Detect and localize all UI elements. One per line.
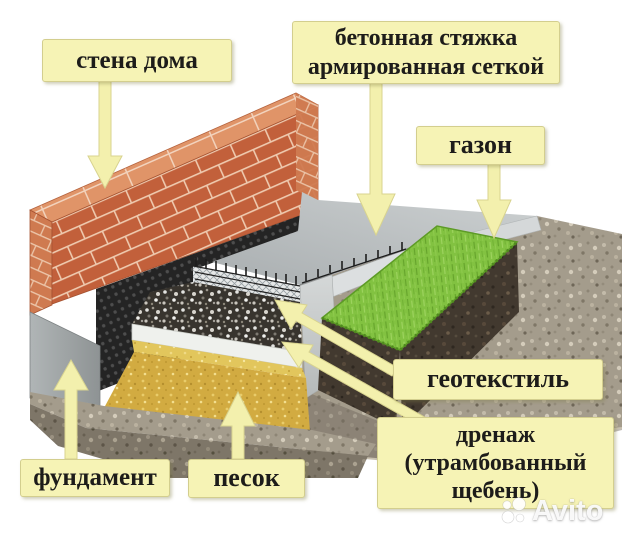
label-geotextile-text: геотекстиль — [427, 364, 569, 394]
label-drainage-line2: (утрамбованный — [404, 449, 587, 476]
label-geotextile: геотекстиль — [393, 359, 603, 400]
label-sand: песок — [188, 459, 305, 498]
label-foundation-text: фундамент — [33, 464, 157, 492]
wall-label-arrow — [87, 77, 123, 190]
label-drainage-line3: щебень) — [451, 478, 540, 505]
rebar-mesh-band — [192, 242, 407, 304]
label-drainage: дренаж (утрамбованный щебень) — [377, 417, 614, 509]
rebar-pins-row2 — [305, 242, 403, 281]
label-wall: стена дома — [42, 39, 232, 82]
slab-top-face — [212, 192, 537, 285]
screed-label-arrow — [356, 79, 396, 237]
grass-fringe — [321, 240, 519, 352]
crushed-stone-layer — [132, 282, 302, 352]
rebar-pins-row1 — [195, 257, 297, 285]
label-screed-line1: бетонная стяжка — [334, 25, 518, 52]
label-sand-text: песок — [213, 463, 280, 493]
label-lawn: газон — [416, 126, 545, 165]
foundation-label-arrow — [53, 358, 89, 460]
label-lawn-text: газон — [448, 130, 513, 160]
brick-wall — [29, 92, 319, 316]
label-screed-line2: армированная сеткой — [307, 53, 545, 80]
sand-label-arrow — [220, 390, 256, 460]
wall-left-end-face — [29, 209, 53, 316]
label-foundation: фундамент — [20, 459, 170, 497]
label-screed: бетонная стяжка армированная сеткой — [292, 21, 560, 84]
ledge-top-face — [30, 392, 376, 456]
wall-right-end-face — [296, 93, 318, 202]
label-wall-text: стена дома — [76, 46, 198, 74]
label-drainage-line1: дренаж — [455, 421, 536, 448]
lawn-label-arrow — [476, 159, 512, 240]
callout-arrows — [53, 77, 512, 460]
sand-top-face — [132, 340, 306, 378]
